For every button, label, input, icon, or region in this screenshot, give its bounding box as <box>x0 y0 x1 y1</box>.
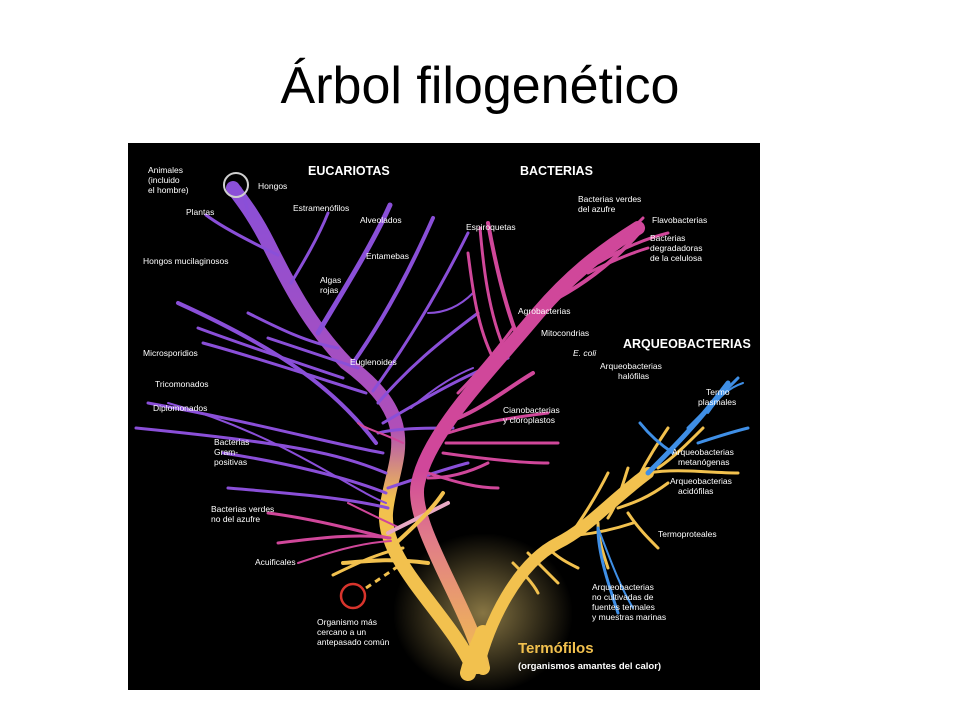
label-ecoli: E. coli <box>573 348 597 358</box>
phylogenetic-tree-figure: EUCARIOTAS BACTERIAS ARQUEOBACTERIAS Ani… <box>128 143 760 690</box>
label-bacterias-verdes-azufre-2: del azufre <box>578 204 616 214</box>
label-halofilas-2: halófilas <box>618 371 649 381</box>
label-entamebas: Entamebas <box>366 251 409 261</box>
label-termoplasmales-2: plasmales <box>698 397 736 407</box>
label-estramenofilos: Estramenófilos <box>293 203 349 213</box>
label-no-cultivadas-1: Arqueobacterias <box>592 582 654 592</box>
label-degradadoras-3: de la celulosa <box>650 253 702 263</box>
label-animales-2: (incluido <box>148 175 180 185</box>
label-bacterias-verdes-azufre-1: Bacterias verdes <box>578 194 641 204</box>
label-acidofilas-2: acidófilas <box>678 486 713 496</box>
label-degradadoras-2: degradadoras <box>650 243 702 253</box>
label-hongos: Hongos <box>258 181 287 191</box>
label-acidofilas-1: Arqueobacterias <box>670 476 732 486</box>
label-flavobacterias: Flavobacterias <box>652 215 707 225</box>
label-organismo-3: antepasado común <box>317 637 390 647</box>
label-no-cultivadas-3: fuentes termales <box>592 602 655 612</box>
label-gram-positivas-2: Gram- <box>214 447 238 457</box>
label-termofilos: Termófilos <box>518 640 594 657</box>
label-organismo-2: cercano a un <box>317 627 366 637</box>
label-algas-rojas-2: rojas <box>320 285 338 295</box>
label-termoplasmales-1: Termo <box>706 387 730 397</box>
label-cianobacterias-2: y cloroplastos <box>503 415 555 425</box>
label-cianobacterias-1: Cianobacterias <box>503 405 560 415</box>
label-animales-3: el hombre) <box>148 185 189 195</box>
label-espiroquetas: Espiroquetas <box>466 222 516 232</box>
label-gram-positivas-3: positivas <box>214 457 247 467</box>
label-agrobacterias: Agrobacterias <box>518 306 570 316</box>
label-verdes-no-azufre-1: Bacterias verdes <box>211 504 274 514</box>
header-arqueobacterias: ARQUEOBACTERIAS <box>623 337 751 351</box>
label-termoproteales: Termoproteales <box>658 529 717 539</box>
label-no-cultivadas-4: y muestras marinas <box>592 612 666 622</box>
label-verdes-no-azufre-2: no del azufre <box>211 514 260 524</box>
label-plantas: Plantas <box>186 207 214 217</box>
ancestor-link <box>366 563 403 588</box>
ancestor-marker-circle <box>341 584 365 608</box>
label-alveolados: Alveolados <box>360 215 402 225</box>
header-eucariotas: EUCARIOTAS <box>308 164 390 178</box>
label-no-cultivadas-2: no cultivadas de <box>592 592 654 602</box>
label-termofilos-sub: (organismos amantes del calor) <box>518 661 661 672</box>
label-degradadoras-1: Bacterias <box>650 233 685 243</box>
label-euglenoides: Euglenoides <box>350 357 397 367</box>
label-algas-rojas-1: Algas <box>320 275 341 285</box>
label-acuificales: Acuificales <box>255 557 296 567</box>
label-metanogenas-2: metanógenas <box>678 457 730 467</box>
label-gram-positivas-1: Bacterias <box>214 437 249 447</box>
label-animales-1: Animales <box>148 165 183 175</box>
label-diplomonados: Diplomonados <box>153 403 207 413</box>
header-bacterias: BACTERIAS <box>520 164 593 178</box>
label-organismo-1: Organismo más <box>317 617 377 627</box>
label-halofilas-1: Arqueobacterias <box>600 361 662 371</box>
label-tricomonados: Tricomonados <box>155 379 209 389</box>
label-mitocondrias: Mitocondrias <box>541 328 589 338</box>
label-hongos-mucilaginosos: Hongos mucilaginosos <box>143 256 229 266</box>
tree-diagram: EUCARIOTAS BACTERIAS ARQUEOBACTERIAS Ani… <box>128 143 760 690</box>
slide-title: Árbol filogenético <box>0 56 960 116</box>
label-microsporidios: Microsporidios <box>143 348 198 358</box>
label-metanogenas-1: Arqueobacterias <box>672 447 734 457</box>
